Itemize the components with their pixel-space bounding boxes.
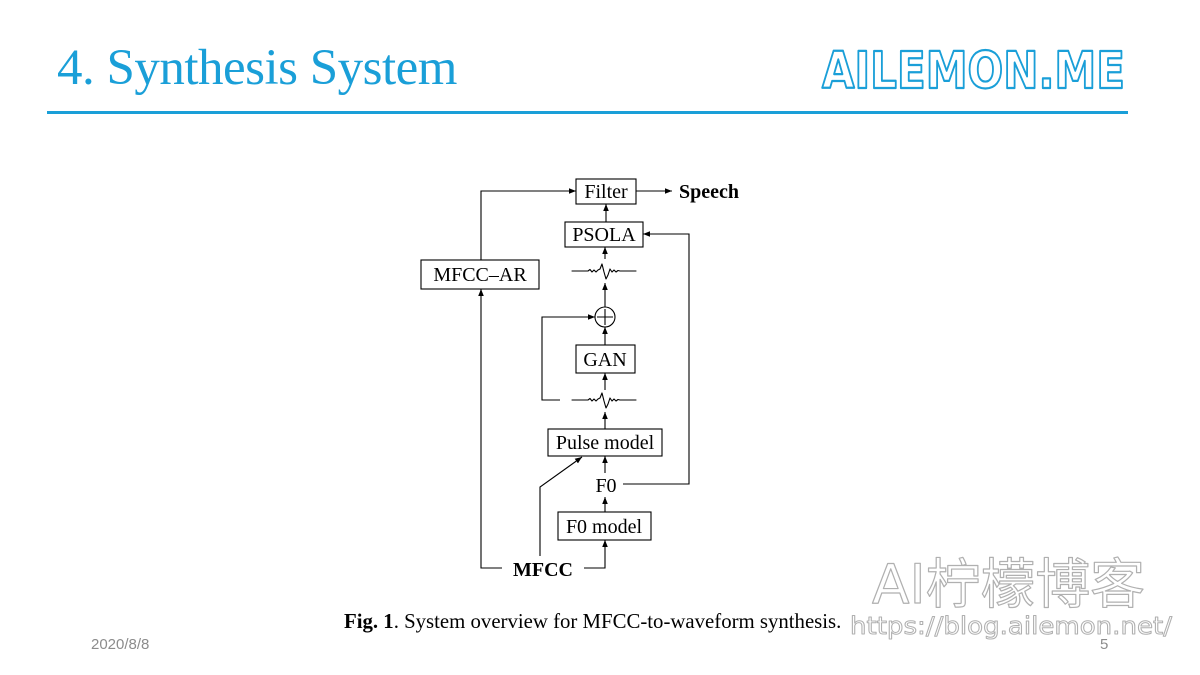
brand-logo: AILEMON.ME (821, 41, 1126, 100)
waveform-icon (571, 392, 637, 409)
psola-label: PSOLA (572, 224, 636, 246)
pulse-model-box (547, 428, 663, 457)
arrow-f0-to-psola (623, 231, 690, 485)
arrow-mfcc-ar-to-filter (480, 188, 576, 260)
slide-date: 2020/8/8 (91, 636, 150, 653)
caption-label: Fig. 1 (344, 610, 394, 633)
caption-text: . System overview for MFCC-to-waveform s… (393, 610, 842, 633)
gan-label: GAN (583, 349, 626, 371)
sum-node-plus (597, 309, 613, 325)
figure-caption: Fig. 1. System overview for MFCC-to-wave… (344, 611, 841, 633)
slide-page-number: 5 (1100, 636, 1109, 653)
mfcc-label: MFCC (513, 559, 573, 581)
psola-box (564, 221, 644, 248)
arrow-skip-to-sum (541, 314, 595, 401)
filter-label: Filter (584, 181, 628, 203)
circle-plus-icon (594, 306, 616, 328)
watermark: AI柠檬博客 https://blog.ailemon.net/ (850, 552, 1174, 640)
gan-box (575, 344, 636, 374)
brand-logo-text: AILEMON.ME (822, 42, 1125, 100)
system-overview-diagram: Filter Speech PSOLA MFCC–AR GAN Pulse mo… (420, 178, 739, 581)
waveform-icon (571, 263, 637, 280)
watermark-name: AI柠檬博客 (872, 553, 1145, 616)
watermark-url: https://blog.ailemon.net/ (850, 612, 1173, 640)
mfcc-ar-label: MFCC–AR (433, 264, 527, 286)
f0-model-label: F0 model (566, 516, 643, 538)
f0-model-box (557, 511, 652, 541)
title-divider (47, 111, 1128, 114)
arrow-mfcc-to-pulse-model (539, 456, 583, 556)
pulse-model-label: Pulse model (556, 432, 655, 454)
slide-title: 4. Synthesis System (57, 40, 457, 96)
speech-label: Speech (679, 181, 739, 203)
f0-label: F0 (595, 475, 616, 497)
arrow-mfcc-to-f0-model (584, 540, 608, 569)
filter-box (575, 178, 637, 205)
mfcc-ar-box (420, 259, 540, 290)
arrow-mfcc-to-mfcc-ar (478, 289, 502, 569)
